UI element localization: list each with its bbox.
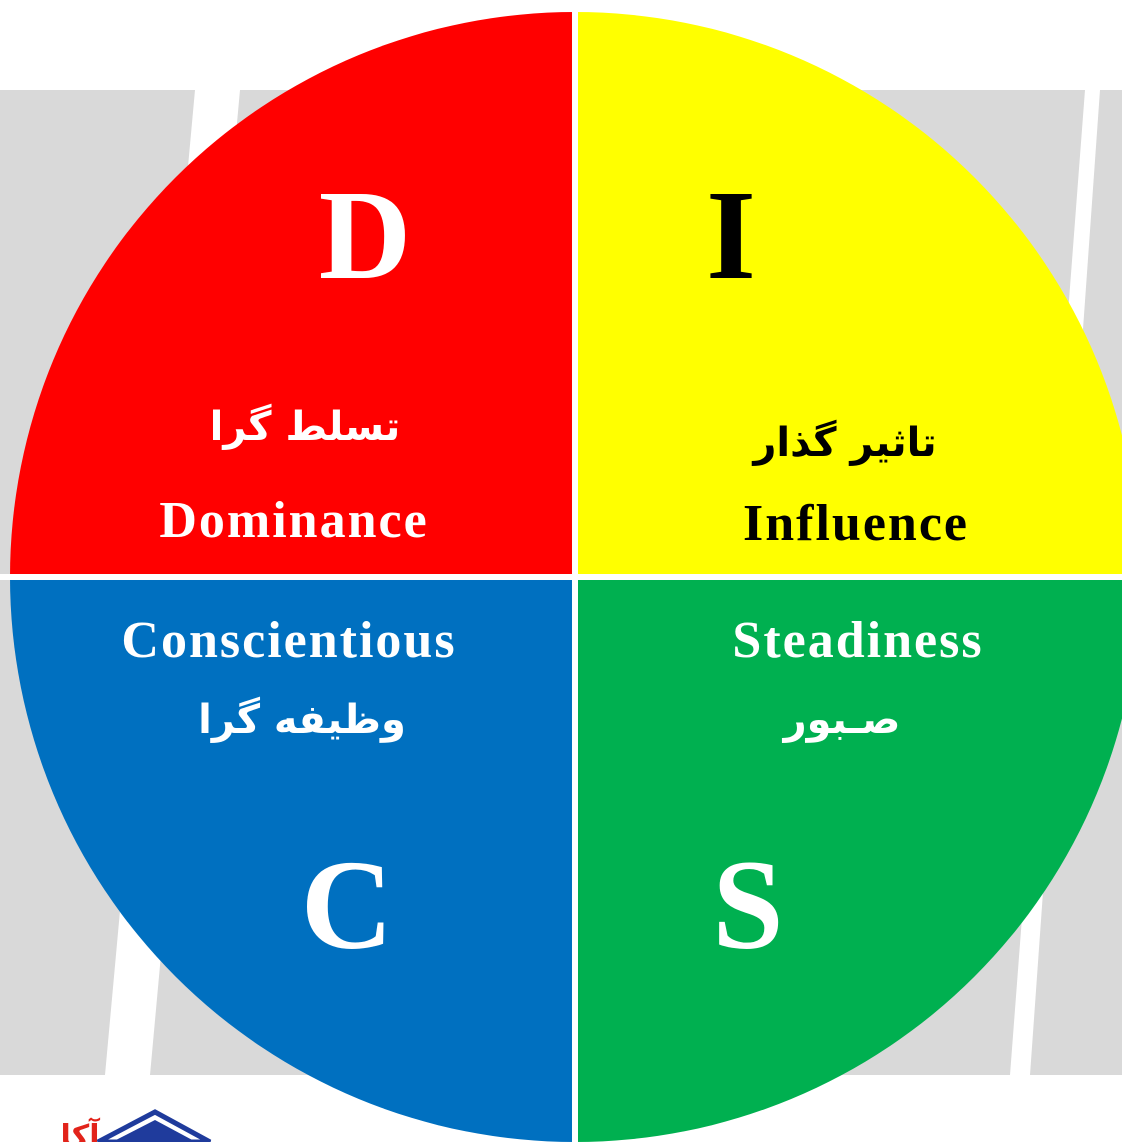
quadrant-steadiness (575, 577, 1122, 1142)
brand-logo: آکا (61, 1109, 212, 1142)
conscientious-letter: C (301, 834, 393, 976)
dominance-english-label: Dominance (159, 492, 428, 549)
steadiness-persian-label: صـبور (782, 697, 901, 743)
steadiness-english-label: Steadiness (732, 612, 983, 669)
house-roof-logo-icon (96, 1109, 212, 1142)
conscientious-persian-label: وظیفه گرا (198, 696, 406, 743)
dominance-letter: D (319, 164, 411, 306)
steadiness-letter: S (712, 834, 783, 976)
influence-persian-label: تاثیر گذار (751, 419, 936, 466)
influence-letter: I (706, 164, 756, 306)
influence-english-label: Influence (743, 495, 969, 552)
quadrant-influence (575, 12, 1122, 577)
quadrant-dominance (10, 12, 575, 577)
quadrant-conscientious (10, 577, 575, 1142)
brand-logo-text: آکا (61, 1117, 101, 1142)
dominance-persian-label: تسلط گرا (210, 403, 401, 450)
conscientious-english-label: Conscientious (121, 612, 456, 669)
